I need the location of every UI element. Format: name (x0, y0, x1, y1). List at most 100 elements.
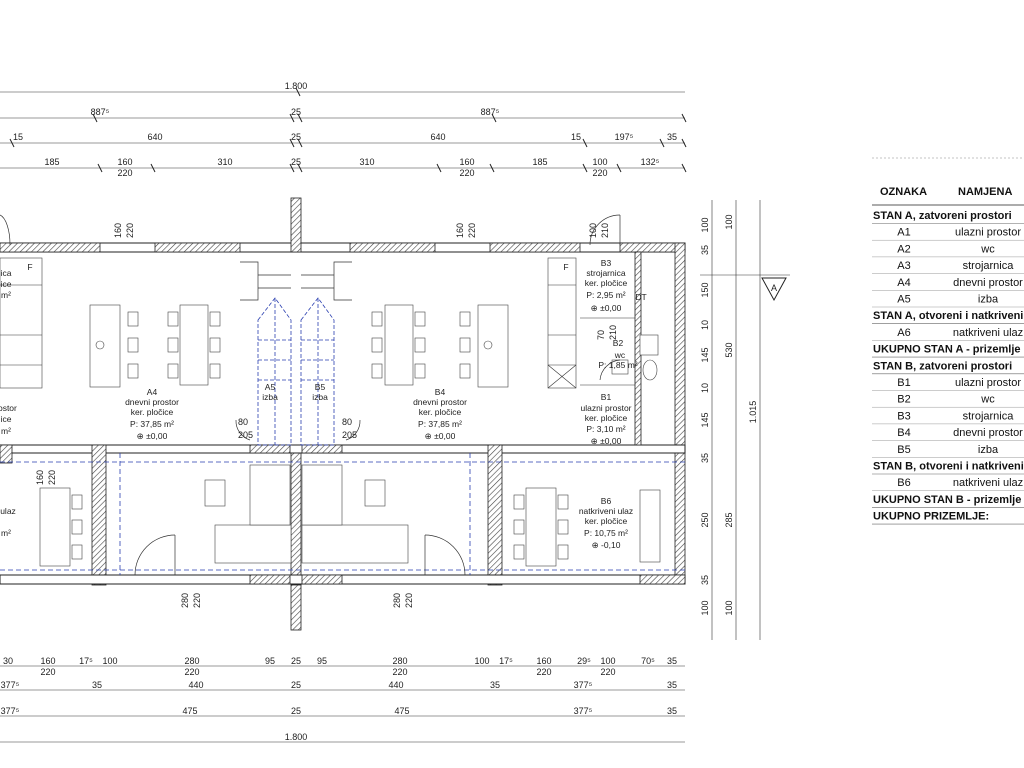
a4-floor: ker. pločice (131, 407, 174, 417)
section-marker (761, 277, 787, 302)
b1-floor: ker. pločice (585, 413, 628, 423)
b6-area: P: 10,75 m² (584, 528, 628, 538)
bd2-2: 440 (188, 680, 203, 690)
rdim-i-5: 10 (700, 383, 710, 393)
stair-b-w: 80 (342, 417, 352, 427)
furniture (0, 257, 661, 567)
dim-top-r4-4: 25 (291, 157, 301, 167)
bd1-0: 30 (3, 656, 13, 666)
dim-top-r4-10: 220 (592, 168, 607, 178)
b2-code: B2 (613, 338, 624, 348)
rdim-i-2: 150 (700, 282, 710, 297)
table-section-row: STAN A, otvoreni i natkriveni (873, 310, 1023, 322)
a5-name: izba (262, 392, 278, 402)
b1-name: ulazni prostor (580, 403, 631, 413)
a-left-top-extra: ice (1, 279, 12, 289)
a-left-top-name: ica (1, 268, 12, 278)
f-label-a: F (27, 262, 32, 272)
dim-top-r4-7: 220 (459, 168, 474, 178)
table-row-name: natkriveni ulaz (953, 477, 1023, 489)
b2-name: wc (614, 350, 626, 360)
bd1-13: 17⁵ (499, 656, 513, 666)
bd2-0: 377⁵ (1, 680, 20, 690)
b3-area: P: 2,95 m² (586, 290, 625, 300)
table-row-code: A6 (897, 327, 910, 339)
b1-code: B1 (601, 392, 612, 402)
bd1-16: 29⁵ (577, 656, 591, 666)
table-row-name: izba (978, 294, 999, 306)
dim-top-r2-1: 25 (291, 107, 301, 117)
bd1-14: 160 (536, 656, 551, 666)
front-b-h: 220 (404, 593, 414, 608)
bd1-6: 220 (184, 667, 199, 677)
bd3-4: 377⁵ (574, 706, 593, 716)
table-total-row: UKUPNO STAN A - prizemlje (873, 344, 1021, 356)
table-row-code: A4 (897, 277, 910, 289)
dim-top-r3-0: 15 (13, 132, 23, 142)
door-b3-w: 100 (588, 223, 598, 238)
bd3-5: 35 (667, 706, 677, 716)
rdim-m-0: 100 (724, 214, 734, 229)
rdim-m-3: 100 (724, 600, 734, 615)
bd1-15: 220 (536, 667, 551, 677)
table-row-code: B3 (897, 410, 910, 422)
b4-floor: ker. pločice (419, 407, 462, 417)
win-bl-h: 220 (47, 470, 57, 485)
table-section-row: STAN A, zatvoreni prostori (873, 210, 1012, 222)
a-left-low-name: ulaz (0, 506, 16, 516)
bd1-12: 100 (474, 656, 489, 666)
rdim-i-6: 145 (700, 412, 710, 427)
building-walls (0, 197, 686, 631)
table-row-name: strojarnica (963, 410, 1015, 422)
top-dimensions: 1.800 887⁵ 25 887⁵ 15 640 25 640 15 197⁵… (0, 81, 687, 178)
b3-floor: ker. pločice (585, 278, 628, 288)
bd1-5: 280 (184, 656, 199, 666)
win-b-w: 160 (455, 223, 465, 238)
dim-top-r4-11: 132⁵ (641, 157, 660, 167)
room-labels: A4 dnevni prostor ker. pločice P: 37,85 … (0, 258, 647, 550)
a4-name: dnevni prostor (125, 397, 179, 407)
win-a-h: 220 (125, 223, 135, 238)
b3-name: strojarnica (586, 268, 625, 278)
f-label-b: F (563, 262, 568, 272)
bd3-0: 377⁵ (1, 706, 20, 716)
bd1-11: 220 (392, 667, 407, 677)
bd2-6: 377⁵ (574, 680, 593, 690)
dim-top-r3-6: 35 (667, 132, 677, 142)
dim-top-total: 1.800 (285, 81, 308, 91)
dim-top-r4-9: 100 (592, 157, 607, 167)
bottom-dimensions: 30 160 220 17⁵ 100 280 220 95 25 95 280 … (0, 656, 685, 743)
bd1-19: 70⁵ (641, 656, 655, 666)
bd2-4: 440 (388, 680, 403, 690)
table-section-row: STAN B, otvoreni i natkriveni (873, 461, 1024, 473)
bd1-10: 280 (392, 656, 407, 666)
b1-area: P: 3,10 m² (586, 424, 625, 434)
b4-code: B4 (435, 387, 446, 397)
table-row-code: B4 (897, 427, 910, 439)
bd1-2: 220 (40, 667, 55, 677)
a4-area: P: 37,85 m² (130, 419, 174, 429)
rdim-i-3: 10 (700, 320, 710, 330)
door-swings (0, 214, 621, 576)
a-left-top-area: m² (1, 290, 11, 300)
bd2-1: 35 (92, 680, 102, 690)
dim-top-r2-0: 887⁵ (91, 107, 110, 117)
dim-top-r3-4: 15 (571, 132, 581, 142)
table-row-code: A1 (897, 227, 910, 239)
door-b2-h: 210 (608, 325, 618, 340)
b6-level: ⊕ -0,10 (592, 540, 621, 550)
a-left-mid-area: m² (1, 426, 11, 436)
dim-top-r3-2: 25 (291, 132, 301, 142)
bd1-7: 95 (265, 656, 275, 666)
table-row-name: wc (980, 243, 995, 255)
table-row-name: strojarnica (963, 260, 1015, 272)
table-section-row: UKUPNO PRIZEMLJE: (873, 511, 989, 523)
bd1-17: 100 (600, 656, 615, 666)
bd1-4: 100 (102, 656, 117, 666)
b4-area: P: 37,85 m² (418, 419, 462, 429)
dim-top-r3-1: 640 (147, 132, 162, 142)
section-marker-label: A (771, 283, 777, 293)
a-left-low-area: m² (1, 528, 11, 538)
